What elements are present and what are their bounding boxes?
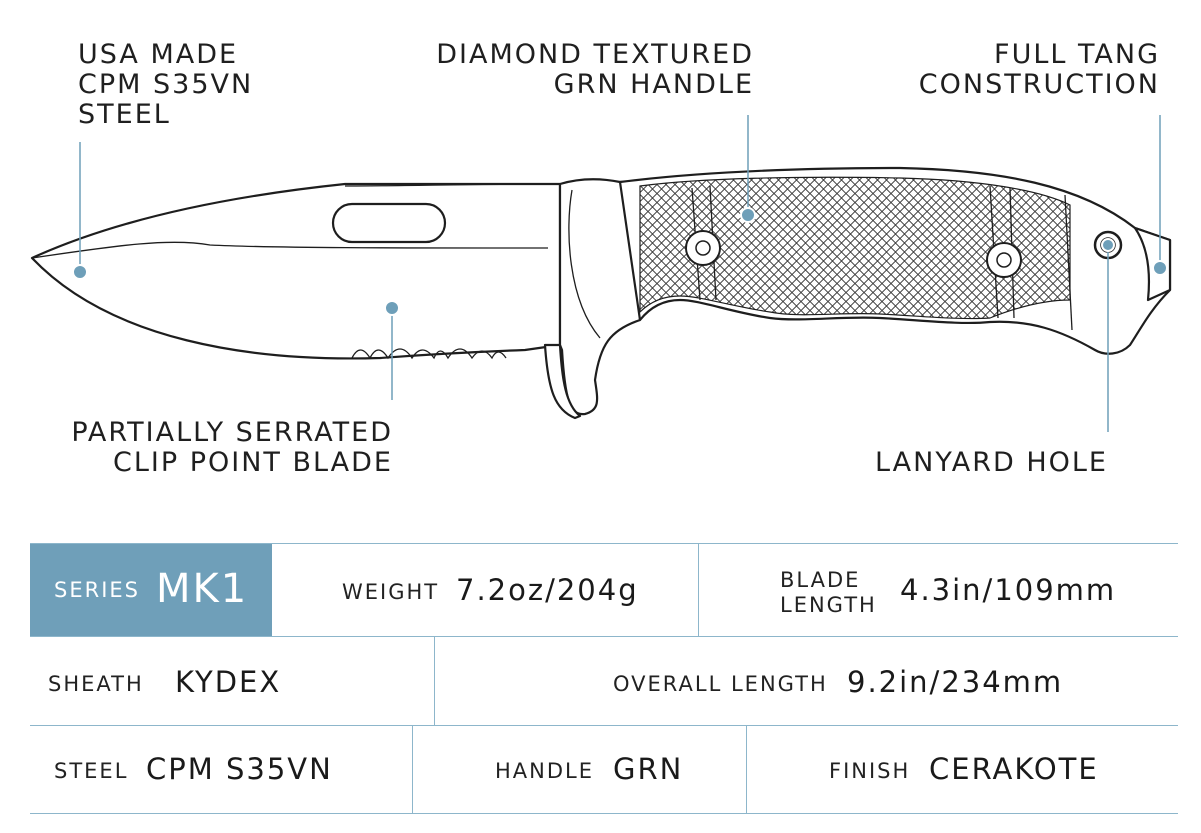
spec-divider-r3a [412, 726, 413, 813]
finish-label: FINISH [829, 759, 911, 783]
spec-rule-row1 [30, 636, 1178, 637]
handle-groove-5 [1064, 194, 1073, 331]
blade-thumb-slot [331, 202, 447, 244]
callout-handle-line2: GRN HANDLE [553, 69, 754, 100]
guard-finger [543, 343, 582, 420]
blade-serrations [351, 348, 507, 360]
sheath-label: SHEATH [48, 672, 144, 696]
callout-tang-line1: FULL TANG [994, 39, 1160, 70]
callout-blade-line1: PARTIALLY SERRATED [71, 417, 393, 448]
spec-rule-bottom [30, 813, 1178, 814]
screw-rear [986, 242, 1022, 278]
callout-tang: FULL TANG CONSTRUCTION [919, 40, 1160, 100]
blade-grind-line [31, 241, 549, 259]
handle-value: GRN [613, 752, 684, 786]
overall-length-value: 9.2in/234mm [847, 665, 1064, 699]
series-label: SERIES [54, 578, 140, 602]
callout-steel-line1: USA MADE [78, 39, 239, 70]
callout-tang-line2: CONSTRUCTION [918, 69, 1160, 100]
spec-rule-row2 [30, 725, 1178, 726]
knife-illustration [30, 115, 1172, 432]
dot-blade [384, 300, 400, 316]
callout-blade: PARTIALLY SERRATED CLIP POINT BLADE [71, 418, 393, 478]
screw-front-inner [695, 240, 711, 256]
callout-lanyard-line1: LANYARD HOLE [875, 447, 1108, 478]
callout-blade-line2: CLIP POINT BLADE [113, 447, 393, 478]
blade-shape [30, 182, 562, 360]
sheath-value: KYDEX [175, 665, 282, 699]
callout-handle-line1: DIAMOND TEXTURED [436, 39, 754, 70]
dot-lanyard [1101, 238, 1115, 252]
callout-lanyard: LANYARD HOLE [875, 448, 1108, 478]
spec-divider-r1a [698, 544, 699, 636]
weight-value: 7.2oz/204g [456, 573, 639, 607]
callout-steel-line3: STEEL [78, 99, 171, 130]
callout-steel-line2: CPM S35VN [78, 69, 254, 100]
spec-divider-r2a [434, 637, 435, 725]
finish-value: CERAKOTE [929, 752, 1099, 786]
callout-steel: USA MADE CPM S35VN STEEL [78, 40, 253, 130]
steel-label: STEEL [54, 759, 129, 783]
screw-front [685, 230, 721, 266]
weight-label: WEIGHT [342, 580, 440, 604]
blade-length-label-1: BLADE [780, 568, 861, 592]
handle-label: HANDLE [495, 759, 595, 783]
overall-length-label: OVERALL LENGTH [613, 672, 828, 696]
spec-divider-r3b [746, 726, 747, 813]
steel-value: CPM S35VN [146, 752, 333, 786]
screw-rear-inner [996, 252, 1012, 268]
spec-rule-top [30, 543, 1178, 544]
dot-tang [1152, 260, 1168, 276]
dot-steel [72, 264, 88, 280]
series-badge: SERIES MK1 [30, 544, 272, 636]
callout-handle: DIAMOND TEXTURED GRN HANDLE [436, 40, 754, 100]
series-value: MK1 [156, 566, 249, 612]
dot-handle [740, 207, 756, 223]
blade-length-value: 4.3in/109mm [900, 573, 1117, 607]
guard-inner-line [568, 189, 601, 339]
blade-spine-edge [344, 183, 561, 187]
tang-pommel [1133, 226, 1172, 302]
blade-length-label-2: LENGTH [780, 593, 877, 617]
